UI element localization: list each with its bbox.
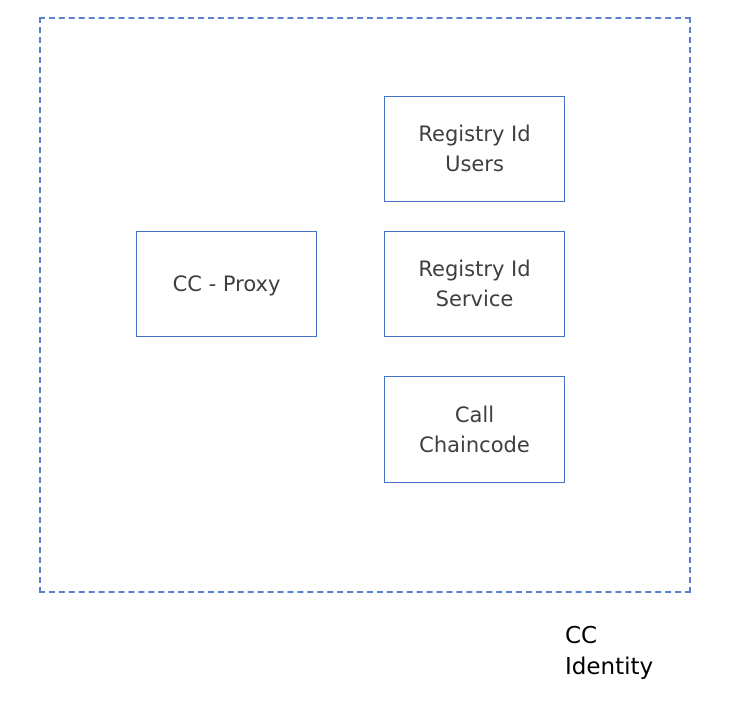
node-call-chaincode: Call Chaincode [384,376,565,483]
caption-cc-identity: CC Identity [565,623,654,680]
node-label: Registry Id Service [418,257,531,311]
dashed-boundary-box [39,17,691,593]
node-label: CC - Proxy [172,272,281,296]
node-registry-id-users: Registry Id Users [384,96,565,202]
node-registry-id-service: Registry Id Service [384,231,565,337]
node-label: Registry Id Users [418,122,531,176]
node-cc-proxy: CC - Proxy [136,231,317,337]
node-label: Call Chaincode [419,402,530,457]
